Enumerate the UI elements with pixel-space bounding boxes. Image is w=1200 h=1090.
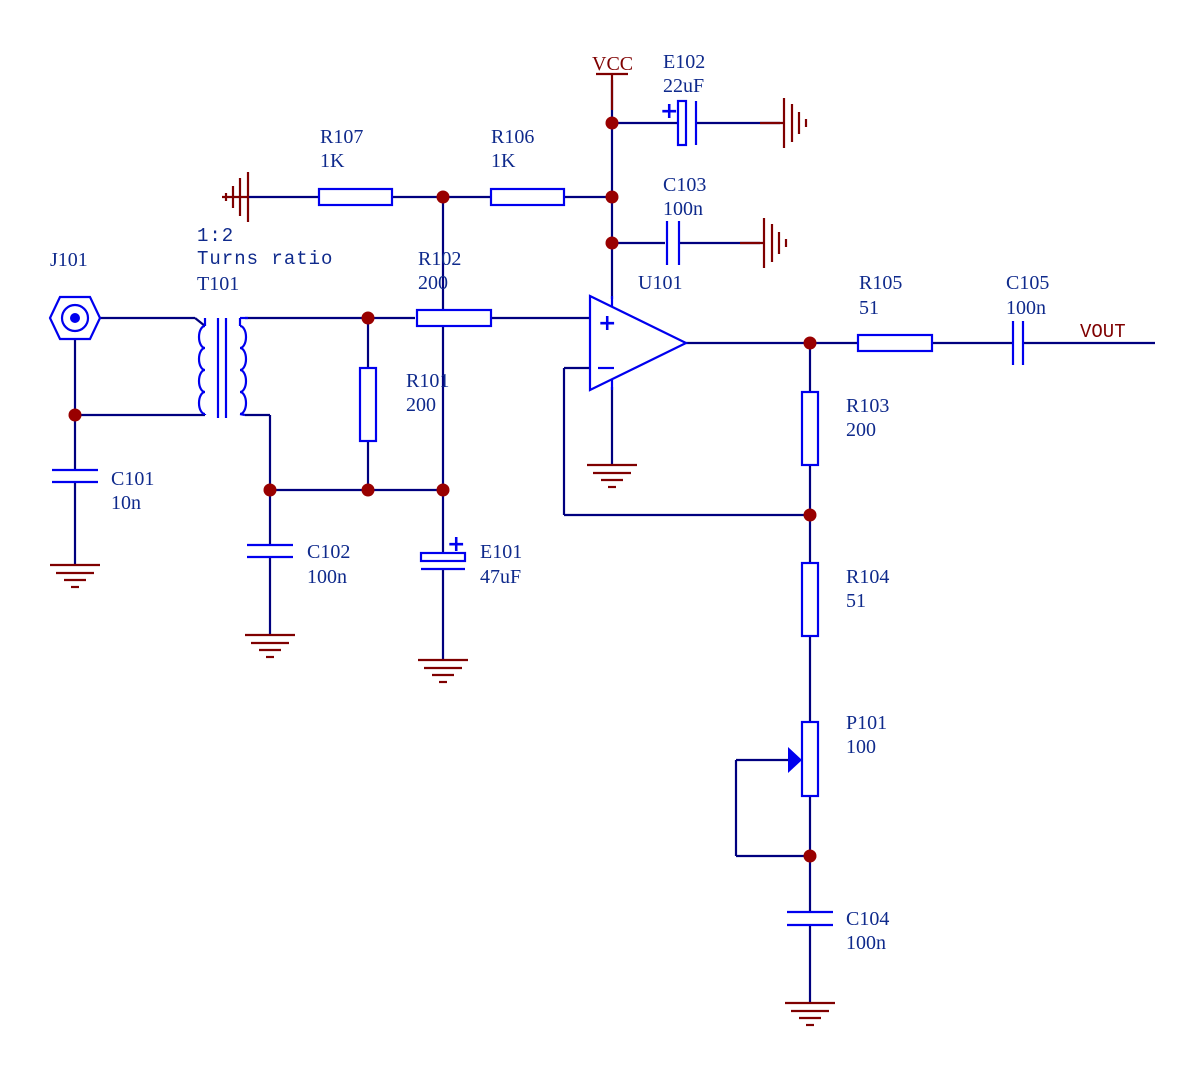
electrolytic-e101-icon: +	[419, 532, 467, 571]
c101-value: 10n	[111, 492, 141, 514]
svg-text:+: +	[447, 532, 465, 557]
potentiometer-p101-icon	[788, 720, 820, 798]
bnc-connector-icon	[48, 295, 102, 341]
plus-sign: +	[598, 311, 616, 336]
r107-ref: R107	[320, 126, 363, 148]
j101-ref: J101	[50, 249, 88, 271]
c105-ref: C105	[1006, 272, 1049, 294]
vcc-port: VCC	[592, 53, 633, 110]
ground-icon	[740, 218, 788, 268]
c103-ref: C103	[663, 174, 706, 196]
capacitor-c104-icon	[787, 910, 833, 927]
r101-value: 200	[406, 394, 436, 416]
op-amp-icon: +	[588, 294, 689, 392]
r103-ref: R103	[846, 395, 889, 417]
t101-note: Turns ratio	[197, 248, 333, 270]
e101-value: 47uF	[480, 566, 521, 588]
junction	[605, 116, 619, 130]
e102-value: 22uF	[663, 75, 704, 97]
wires	[73, 80, 1155, 1003]
vcc-label: VCC	[592, 53, 633, 75]
ground-icon	[50, 563, 100, 589]
c104-value: 100n	[846, 932, 886, 954]
svg-text:+: +	[660, 99, 678, 124]
transformer-icon	[197, 316, 248, 418]
ground-icon	[222, 172, 250, 222]
t101-ratio: 1:2	[197, 225, 234, 247]
junction	[68, 408, 82, 422]
r106-ref: R106	[491, 126, 534, 148]
ground-icon	[418, 658, 468, 684]
c102-value: 100n	[307, 566, 347, 588]
c101-ref: C101	[111, 468, 154, 490]
r104-ref: R104	[846, 566, 889, 588]
resistor-r101-icon	[358, 366, 378, 443]
capacitor-c101-icon	[52, 468, 98, 484]
t101-ref: T101	[197, 273, 239, 295]
junctions	[68, 116, 817, 863]
vout-port: VOUT	[1080, 321, 1126, 343]
junction	[361, 311, 375, 325]
junction	[803, 849, 817, 863]
ground-icon	[785, 1001, 835, 1027]
e102-ref: E102	[663, 51, 705, 73]
r102-value: 200	[418, 272, 448, 294]
junction	[361, 483, 375, 497]
ground-icon	[760, 98, 808, 148]
component-labels: J101 1:2 Turns ratio T101 R107 1K R106 1…	[50, 51, 1049, 954]
junction	[803, 508, 817, 522]
resistor-r105-icon	[856, 333, 934, 353]
resistor-r104-icon	[800, 561, 820, 638]
junction	[263, 483, 277, 497]
electrolytic-e102-icon: +	[660, 99, 698, 147]
c102-ref: C102	[307, 541, 350, 563]
r102-ref: R102	[418, 248, 461, 270]
vout-label: VOUT	[1080, 321, 1126, 343]
junction	[436, 190, 450, 204]
c103-value: 100n	[663, 198, 703, 220]
resistor-r107-icon	[317, 187, 394, 207]
r101-ref: R101	[406, 370, 449, 392]
r103-value: 200	[846, 419, 876, 441]
p101-value: 100	[846, 736, 876, 758]
r107-value: 1K	[320, 150, 345, 172]
junction	[803, 336, 817, 350]
resistor-r103-icon	[800, 390, 820, 467]
c104-ref: C104	[846, 908, 889, 930]
r105-value: 51	[859, 297, 879, 319]
capacitor-c102-icon	[247, 543, 293, 559]
capacitor-c103-icon	[665, 221, 681, 265]
resistor-r102-icon	[415, 308, 493, 328]
e101-ref: E101	[480, 541, 522, 563]
r105-ref: R105	[859, 272, 902, 294]
u101-ref: U101	[638, 272, 682, 294]
resistor-r106-icon	[489, 187, 566, 207]
ground-icon	[587, 463, 637, 489]
capacitor-c105-icon	[1011, 321, 1025, 365]
p101-ref: P101	[846, 712, 887, 734]
r104-value: 51	[846, 590, 866, 612]
junction	[436, 483, 450, 497]
junction	[605, 236, 619, 250]
junction	[605, 190, 619, 204]
r106-value: 1K	[491, 150, 516, 172]
ground-icon	[245, 633, 295, 659]
ground-symbols	[50, 98, 835, 1027]
c105-value: 100n	[1006, 297, 1046, 319]
